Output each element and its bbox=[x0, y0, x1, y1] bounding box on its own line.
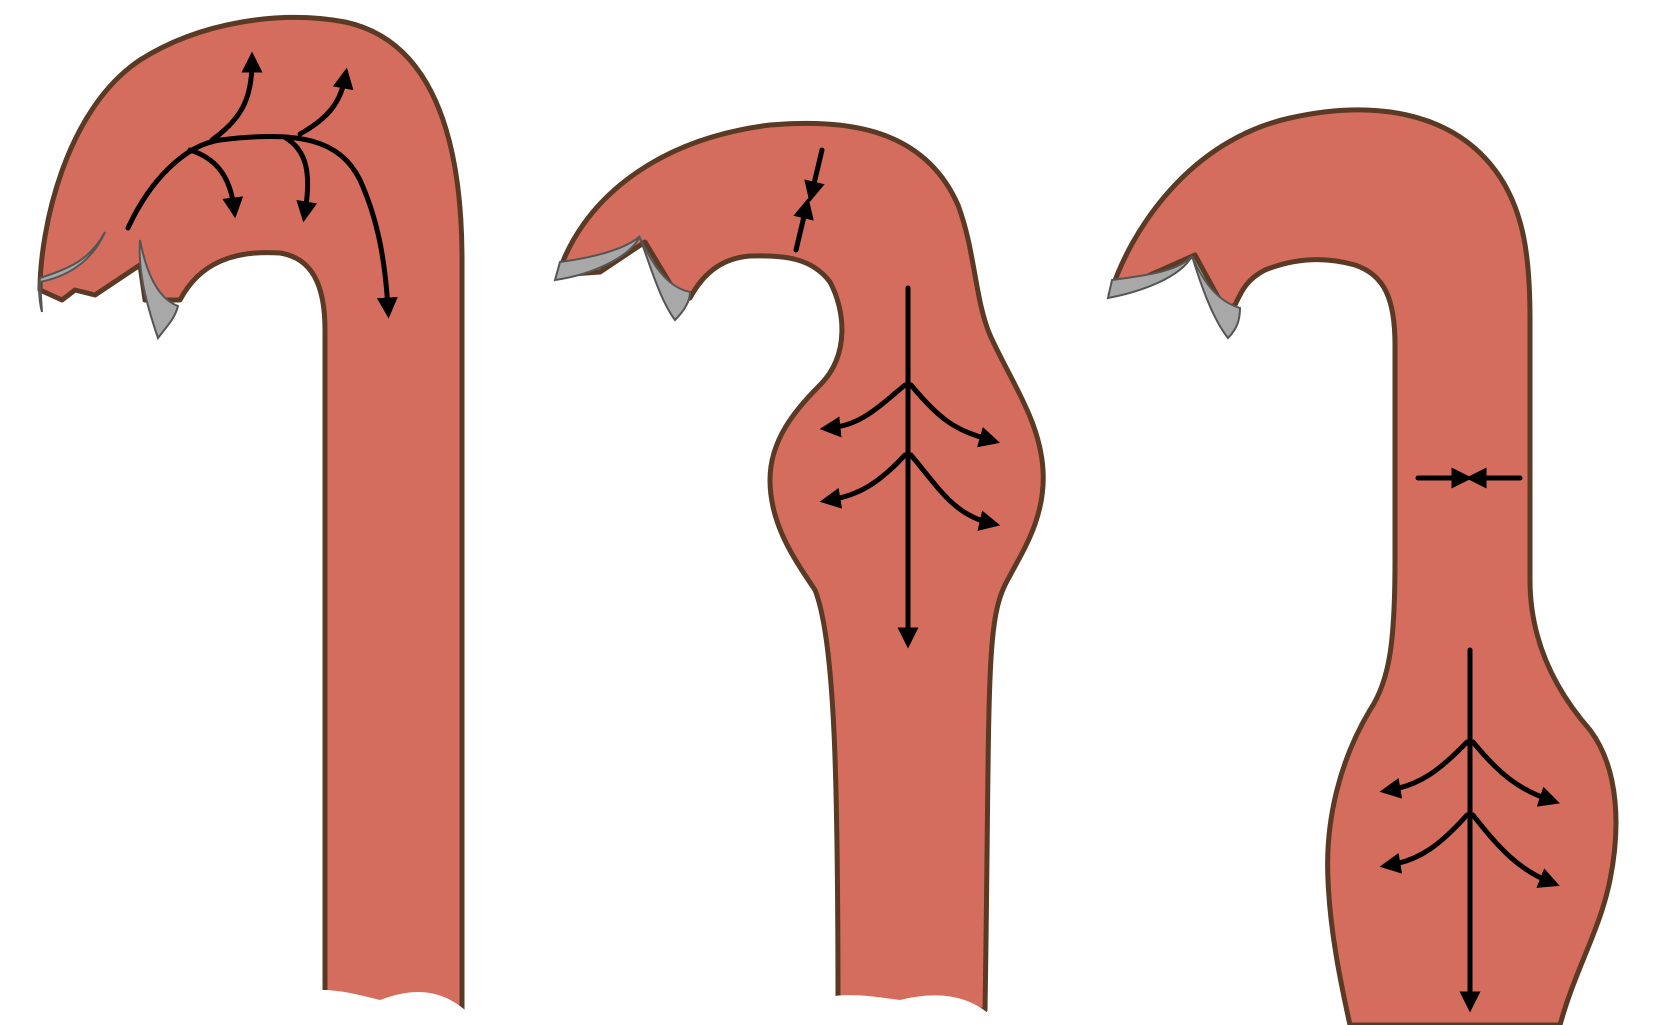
flow-arrow-icon bbox=[908, 452, 1001, 531]
vessel-outline bbox=[37, 15, 465, 1013]
flow-arrow-icon bbox=[297, 67, 354, 137]
flow-arrow-icon bbox=[819, 382, 908, 438]
vessel-outline bbox=[1107, 107, 1619, 1025]
flow-arrow-icon bbox=[908, 382, 1001, 448]
valve-leaflet-icon bbox=[38, 231, 106, 313]
flow-arrow-icon bbox=[209, 51, 263, 143]
flow-arrow-icon bbox=[125, 133, 398, 319]
panel-1-normal-arch bbox=[37, 15, 480, 1025]
vessel-fade-bottom bbox=[780, 995, 1000, 1025]
vessel-fade-bottom bbox=[250, 989, 480, 1025]
panel-2-focal-dilation bbox=[553, 120, 1046, 1025]
flow-arrow-icon bbox=[1470, 739, 1560, 807]
flow-arrow-icon bbox=[187, 147, 244, 219]
valve-leaflet-icon bbox=[639, 237, 692, 322]
flow-arrow-icon bbox=[1379, 739, 1470, 799]
flow-arrow-icon bbox=[819, 452, 908, 509]
valve-leaflet-icon bbox=[1191, 255, 1242, 340]
panel-3-narrowing-then-dilation bbox=[1106, 107, 1619, 1025]
flow-arrow-icon bbox=[1470, 812, 1560, 888]
valve-leaflet-icon bbox=[138, 239, 180, 341]
flow-arrow-icon bbox=[1379, 812, 1470, 874]
vessel-outline bbox=[555, 120, 1046, 1013]
flow-arrow-icon bbox=[793, 197, 814, 253]
flow-arrow-icon bbox=[283, 135, 318, 223]
flow-arrow-icon bbox=[804, 147, 825, 203]
valve-leaflet-icon bbox=[553, 235, 641, 282]
